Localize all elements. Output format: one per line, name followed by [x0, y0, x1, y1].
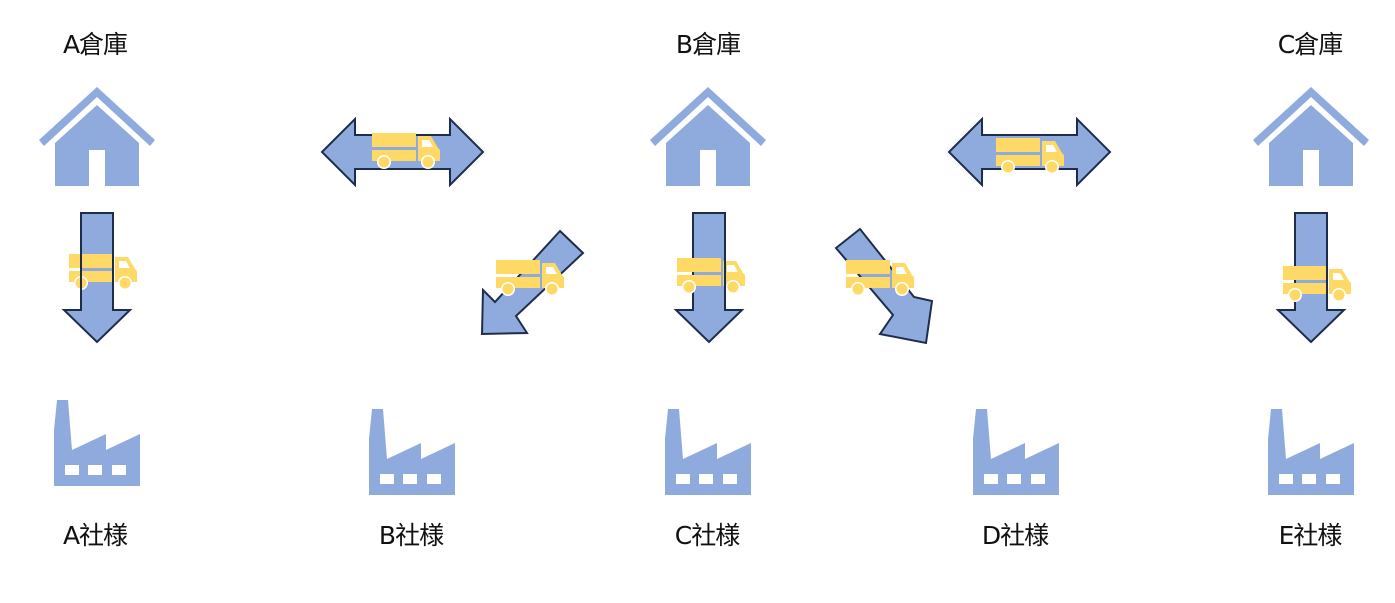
customer-label-d: D社様 [981, 521, 1049, 550]
factory-icon [1268, 409, 1354, 495]
factory-icon [973, 409, 1059, 495]
flow-arrow-c-warehouse-to-e-customer [1275, 212, 1351, 344]
flow-arrow-a-warehouse-to-a-customer [61, 212, 137, 344]
customer-label-e: E社様 [1278, 521, 1343, 550]
house-icon [1253, 87, 1369, 186]
factory-icon [665, 409, 751, 495]
customer-label-a: A社様 [62, 521, 128, 550]
warehouse-label-a: A倉庫 [62, 30, 128, 59]
flow-arrow-a-warehouse-b-warehouse [320, 116, 485, 188]
factory-icon [369, 409, 455, 495]
customer-label-b: B社様 [378, 521, 444, 550]
flow-arrow-b-warehouse-c-warehouse [947, 116, 1112, 188]
warehouse-label-c: C倉庫 [1277, 30, 1343, 59]
customer-label-c: C社様 [674, 521, 740, 550]
house-icon [650, 87, 766, 186]
warehouse-label-b: B倉庫 [675, 30, 741, 59]
flow-arrow-b-warehouse-to-b-customer [480, 229, 585, 336]
house-icon [39, 87, 155, 186]
factory-icon [54, 400, 140, 486]
flow-arrow-b-warehouse-to-c-customer [673, 212, 745, 344]
flow-arrow-b-warehouse-to-d-customer [834, 227, 934, 345]
